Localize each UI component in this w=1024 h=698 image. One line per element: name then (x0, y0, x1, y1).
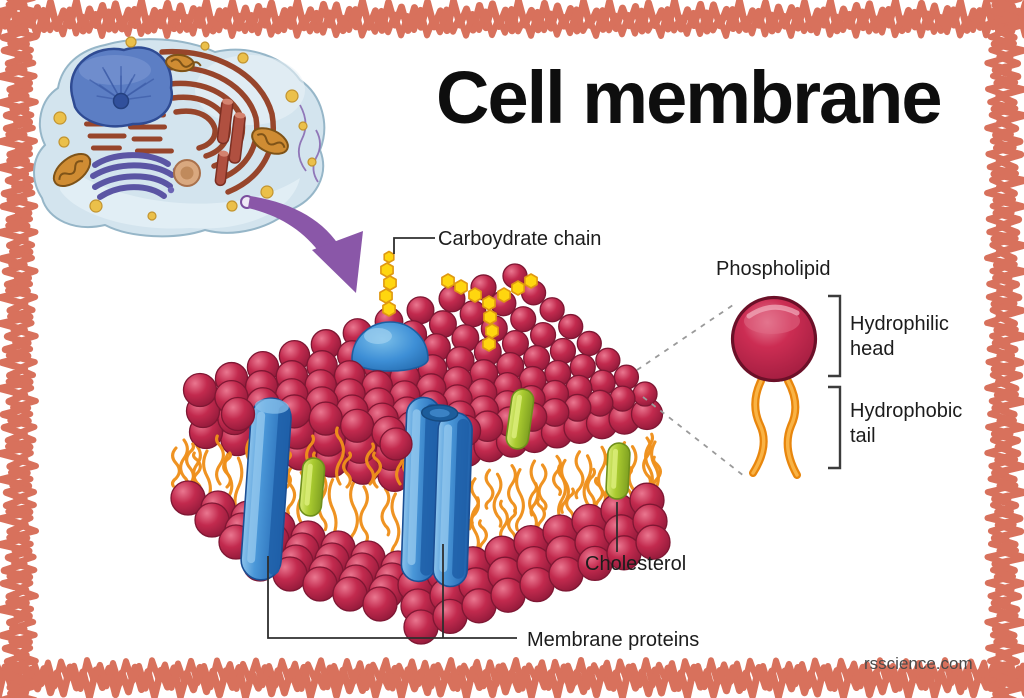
animal-cell-illustration (33, 36, 326, 238)
label-cholesterol: Cholesterol (585, 553, 687, 575)
zoom-arrow (248, 196, 363, 293)
phospholipid-detail (730, 295, 818, 479)
membrane-illustration (170, 250, 671, 645)
label-phospholipid: Phospholipid (716, 258, 831, 280)
label-carbohydrate-chain: Carboydrate chain (438, 228, 602, 250)
label-hydrophilic-head: Hydrophilic head (850, 313, 949, 360)
connector-lines (267, 237, 842, 639)
page-title: Cell membrane (436, 56, 943, 139)
attribution: rsscience.com (864, 654, 973, 673)
label-membrane-proteins: Membrane proteins (527, 629, 700, 651)
label-hydrophobic-tail: Hydrophobic tail (850, 400, 963, 447)
